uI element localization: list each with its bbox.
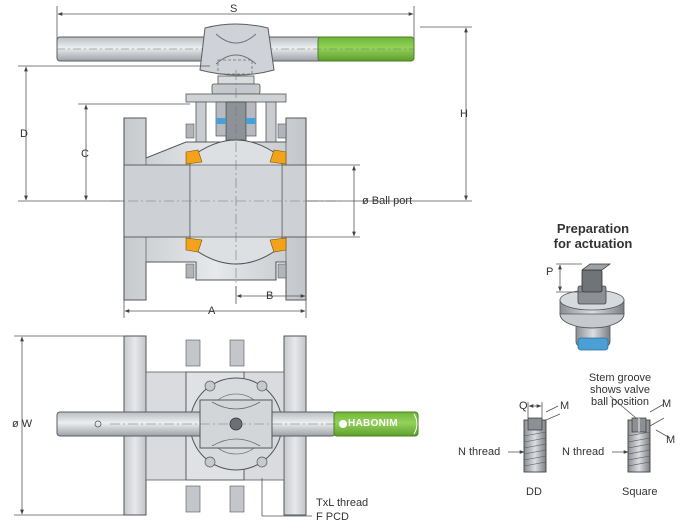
label-p: P <box>546 266 554 278</box>
label-square: Square <box>622 486 658 498</box>
stem-seal <box>216 118 226 124</box>
dimension-c <box>78 103 190 201</box>
label-dd: DD <box>526 486 542 498</box>
label-d: D <box>20 128 28 140</box>
label-a: A <box>208 305 216 317</box>
label-m-right-top: M <box>662 398 672 410</box>
dimension-w <box>14 335 124 516</box>
stem-dd-detail <box>508 402 561 473</box>
actuation-title-line1: Preparation <box>556 221 630 236</box>
handle-hub <box>199 23 275 76</box>
seat-upper-left <box>185 149 203 165</box>
label-w: ø W <box>12 418 33 430</box>
front-section-view <box>18 6 472 318</box>
actuation-detail <box>556 263 625 351</box>
stem-note-line2: shows valve <box>590 384 650 396</box>
dimension-ball-port <box>306 164 360 238</box>
dimension-b <box>235 286 306 304</box>
label-ball-port: ø Ball port <box>362 195 413 207</box>
label-n-thread-right: N thread <box>562 446 605 458</box>
stem-note-line1: Stem groove <box>588 372 652 384</box>
label-h: H <box>460 108 468 120</box>
label-txl-thread: TxL thread <box>316 497 369 509</box>
leader-txl <box>261 478 312 517</box>
dimension-h <box>306 26 472 202</box>
label-b: B <box>266 290 274 302</box>
dimension-s <box>56 6 415 40</box>
label-f-pcd: F PCD <box>316 511 349 523</box>
label-m-right-bottom: M <box>666 434 676 446</box>
actuation-title-line2: for actuation <box>553 236 633 251</box>
label-m-left: M <box>560 400 570 412</box>
dimension-a <box>123 300 307 318</box>
brand-label: HABONIM <box>348 418 398 429</box>
dimension-d <box>18 65 210 202</box>
stem-note-line3: ball position <box>590 396 650 408</box>
label-c: C <box>81 148 89 160</box>
stem-square-detail <box>609 395 671 473</box>
plan-view <box>14 335 419 517</box>
label-n-thread-left: N thread <box>458 446 501 458</box>
label-q: Q <box>519 400 528 412</box>
label-s: S <box>230 3 238 15</box>
